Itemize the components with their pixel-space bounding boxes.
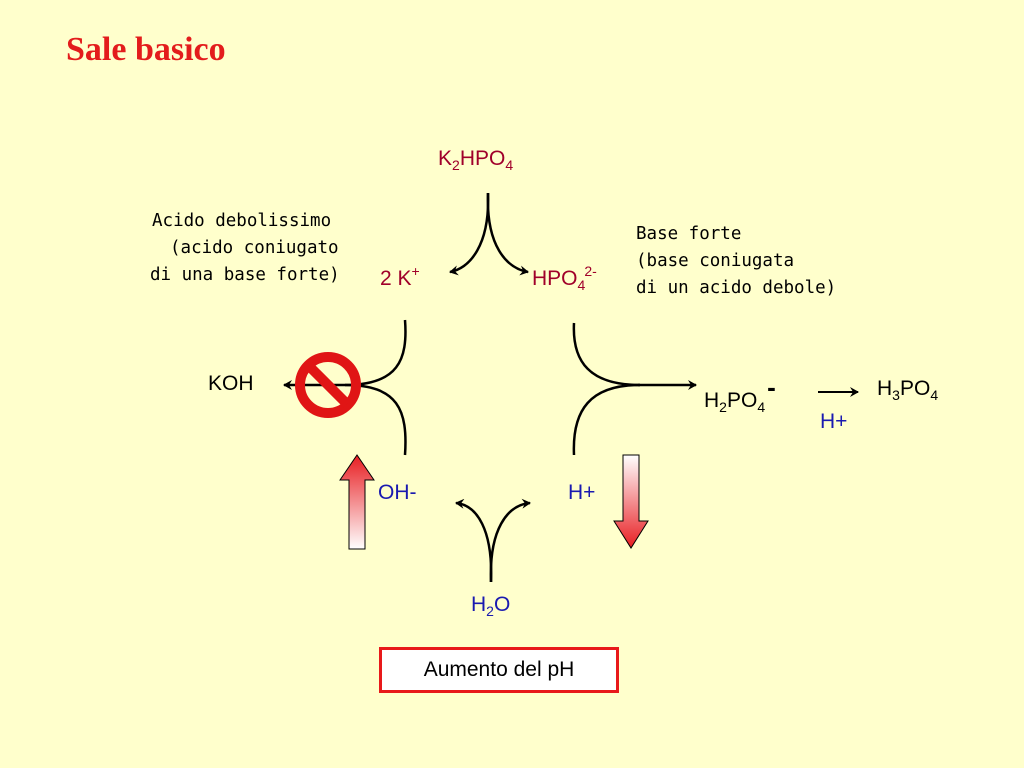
salt-label: K2HPO4	[438, 148, 513, 172]
phosphoric-sub-a: 3	[892, 387, 900, 403]
salt-part-b: HPO	[459, 147, 506, 170]
cation-label: 2 K+	[380, 264, 420, 289]
koh-label: KOH	[208, 372, 254, 395]
note-right-line-3: di un acido debole)	[636, 278, 837, 298]
prohibition-icon	[295, 352, 361, 418]
merge-curve-upper-right	[572, 322, 641, 387]
salt-sub-b: 4	[505, 157, 514, 173]
down-arrow-icon	[613, 454, 649, 549]
note-right-line-1: Base forte	[636, 224, 742, 244]
proton-label: H+	[568, 481, 596, 504]
anion-charge: 2-	[584, 263, 597, 279]
phosphoric-part-b: PO	[899, 377, 931, 400]
dihydrogen-sub-a: 2	[719, 399, 727, 415]
note-right: Base forte (base coniugata di un acido d…	[636, 221, 836, 302]
dihydrogen-part-a: H	[704, 389, 720, 412]
water-arrow-right	[489, 498, 531, 583]
water-label: H2O	[471, 594, 510, 618]
anion-sub: 4	[577, 277, 586, 293]
water-arrow-left	[455, 498, 493, 583]
up-arrow-icon	[339, 454, 375, 550]
water-part-b: O	[493, 593, 511, 616]
water-sub: 2	[486, 603, 494, 619]
phosphoric-sub-b: 4	[930, 387, 939, 403]
proton-right-label: H+	[820, 410, 848, 433]
phosphoric-acid-label: H3PO4	[877, 378, 938, 402]
phosphoric-part-a: H	[877, 377, 893, 400]
anion-label: HPO42-	[532, 264, 597, 292]
note-left-line-2: (acido coniugato	[170, 238, 339, 258]
note-left-line-3: di una base forte)	[150, 265, 340, 285]
salt-sub-a: 2	[452, 157, 460, 173]
dihydrogen-part-b: PO	[726, 389, 758, 412]
hydroxide-label: OH-	[378, 481, 417, 504]
water-part-a: H	[471, 593, 487, 616]
dissociation-arrow-right	[486, 192, 529, 276]
note-left-line-1: Acido debolissimo	[152, 211, 332, 231]
dihydrogen-sub-b: 4	[757, 399, 766, 415]
result-box-label: Aumento del pH	[423, 658, 575, 681]
cation-charge: +	[411, 263, 420, 279]
note-right-line-2: (base coniugata	[636, 251, 795, 271]
note-left: Acido debolissimo (acido coniugato di un…	[150, 208, 340, 289]
merge-curve-lower-right	[572, 383, 641, 456]
dihydrogen-charge: -	[767, 372, 776, 402]
slide-title: Sale basico	[66, 31, 226, 68]
dissociation-arrow-left	[449, 192, 490, 276]
cation-base: 2 K	[380, 267, 412, 290]
anion-base: HPO	[532, 267, 578, 290]
result-box: Aumento del pH	[379, 647, 619, 693]
salt-part-a: K	[438, 147, 453, 170]
dihydrogen-phosphate-label: H2PO4-	[704, 374, 776, 414]
